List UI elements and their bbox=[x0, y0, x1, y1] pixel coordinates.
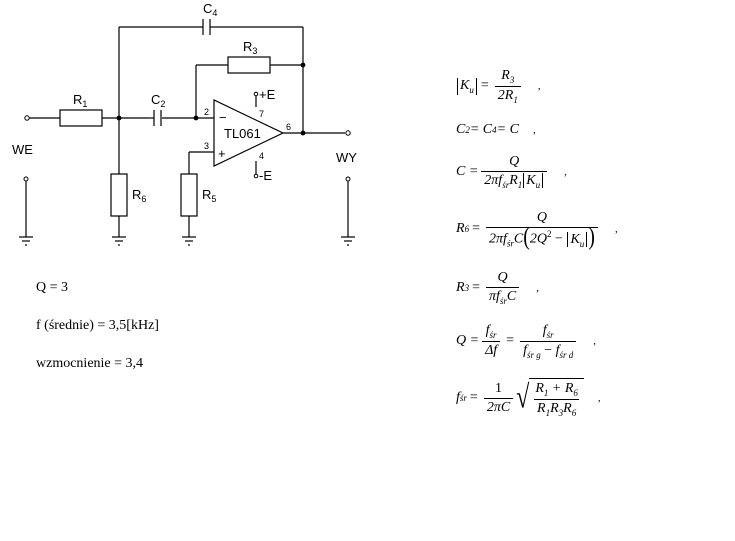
opamp-minus-symbol: − bbox=[219, 110, 227, 125]
ground-icon bbox=[341, 236, 355, 246]
ground-icon bbox=[182, 236, 196, 246]
param-frequency: f (średnie) = 3,5[kHz] bbox=[36, 318, 159, 333]
output-label: WY bbox=[336, 150, 357, 165]
input-label: WE bbox=[12, 142, 33, 157]
terminals bbox=[23, 115, 351, 182]
wires bbox=[25, 26, 349, 237]
resistor-r6 bbox=[110, 173, 128, 217]
ground-icon bbox=[112, 236, 126, 246]
opamp-triangle bbox=[213, 99, 285, 167]
param-gain: wzmocnienie = 3,4 bbox=[36, 356, 144, 371]
ground-symbols bbox=[19, 236, 355, 246]
pin-3-label: 3 bbox=[204, 141, 209, 151]
pin-7-label: 7 bbox=[259, 109, 264, 119]
opamp-name: TL061 bbox=[224, 126, 261, 141]
resistor-r1 bbox=[59, 109, 103, 127]
resistor-r3 bbox=[227, 56, 271, 74]
param-q: Q = 3 bbox=[36, 280, 69, 295]
r6-label: R6 bbox=[132, 187, 146, 204]
opamp-plus-symbol: + bbox=[218, 146, 226, 161]
r3-label: R3 bbox=[243, 39, 257, 56]
pin-4-label: 4 bbox=[259, 151, 264, 161]
c4-label: C4 bbox=[203, 1, 217, 18]
vpos-label: +E bbox=[259, 87, 276, 102]
r5-label: R5 bbox=[202, 187, 216, 204]
resistor-r5 bbox=[180, 173, 198, 217]
ground-icon bbox=[19, 236, 33, 246]
r1-label: R1 bbox=[73, 92, 87, 109]
pin-2-label: 2 bbox=[204, 107, 209, 117]
c2-label: C2 bbox=[151, 92, 165, 109]
vneg-label: -E bbox=[259, 168, 272, 183]
capacitor-c2 bbox=[148, 110, 162, 126]
pin-6-label: 6 bbox=[286, 122, 291, 132]
capacitor-c4 bbox=[202, 19, 216, 35]
junction-dots bbox=[116, 62, 306, 136]
